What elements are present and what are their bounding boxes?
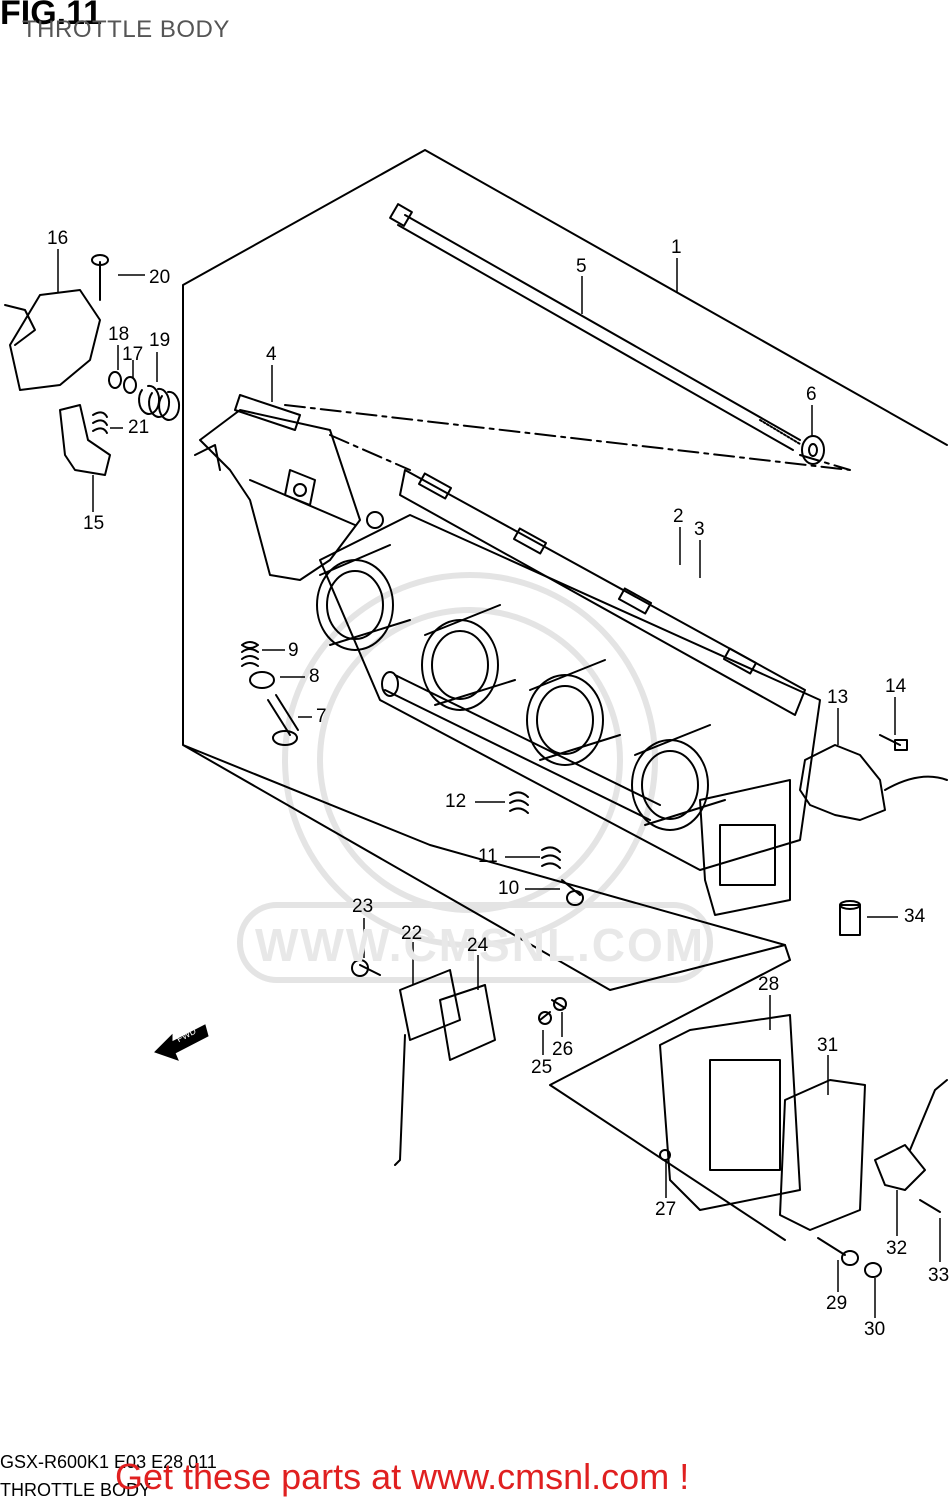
part-label-3[interactable]: 3 <box>694 519 705 540</box>
screw-7 <box>267 694 299 736</box>
nut-30 <box>864 1262 882 1278</box>
part-label-16[interactable]: 16 <box>47 228 69 249</box>
fwd-arrow-icon <box>154 1024 209 1061</box>
bolt-29 <box>817 1237 846 1256</box>
washer-17 <box>123 376 137 394</box>
part-label-7[interactable]: 7 <box>316 706 327 727</box>
part-label-6[interactable]: 6 <box>806 384 817 405</box>
washer-18 <box>108 371 122 389</box>
lever-16 <box>9 289 101 391</box>
part-label-2[interactable]: 2 <box>673 506 684 527</box>
figure-title: THROTTLE BODY <box>22 16 230 43</box>
part-label-29[interactable]: 29 <box>826 1293 848 1314</box>
part-label-15[interactable]: 15 <box>83 513 105 534</box>
link-bracket <box>199 409 361 581</box>
part-label-20[interactable]: 20 <box>149 267 171 288</box>
spring-11 <box>541 846 561 869</box>
gasket-24 <box>439 984 496 1061</box>
part-label-22[interactable]: 22 <box>401 923 423 944</box>
part-label-19[interactable]: 19 <box>149 330 171 351</box>
screw-10 <box>561 879 581 896</box>
part-label-23[interactable]: 23 <box>352 896 374 917</box>
leader-lines <box>284 404 851 471</box>
part-label-8[interactable]: 8 <box>309 666 320 687</box>
part-label-34[interactable]: 34 <box>904 906 926 927</box>
spring-21 <box>92 411 108 434</box>
washer-8 <box>249 671 275 689</box>
throttle-bores <box>316 544 726 831</box>
cover-31 <box>779 1079 866 1231</box>
promo-link[interactable]: Get these parts at www.cmsnl.com ! <box>115 1456 690 1497</box>
bushing-34 <box>839 904 861 936</box>
part-label-4[interactable]: 4 <box>266 344 277 365</box>
ring-27 <box>659 1149 671 1161</box>
sensor-22 <box>399 969 461 1041</box>
screw-33 <box>919 1199 941 1213</box>
part-label-18[interactable]: 18 <box>108 324 130 345</box>
spring-12 <box>509 791 529 814</box>
assembly-outline <box>182 149 948 991</box>
screw-14 <box>879 734 901 746</box>
part-label-25[interactable]: 25 <box>531 1057 553 1078</box>
plate-28 <box>659 1014 801 1211</box>
part-label-32[interactable]: 32 <box>886 1238 908 1259</box>
sensor-13 <box>799 744 886 821</box>
long-bolt <box>389 203 801 451</box>
sensor-32 <box>874 1144 926 1191</box>
label-leaders <box>57 249 941 1318</box>
part-label-10[interactable]: 10 <box>498 878 520 899</box>
footer-section-name: THROTTLE BODY <box>0 1480 152 1500</box>
part-label-30[interactable]: 30 <box>864 1319 886 1340</box>
part-label-31[interactable]: 31 <box>817 1035 839 1056</box>
spring-9 <box>241 641 259 667</box>
part-label-17[interactable]: 17 <box>122 344 144 365</box>
watermark-text: WWW.CMSNL.COM <box>255 919 706 971</box>
part-label-28[interactable]: 28 <box>758 974 780 995</box>
part-label-5[interactable]: 5 <box>576 256 587 277</box>
part-label-26[interactable]: 26 <box>552 1039 574 1060</box>
part-label-24[interactable]: 24 <box>467 935 489 956</box>
part-label-11[interactable]: 11 <box>478 846 498 867</box>
footer-model-code: GSX-R600K1 E03 E28 011 <box>0 1452 217 1472</box>
part-label-33[interactable]: 33 <box>928 1265 949 1286</box>
lower-assembly-outline <box>549 944 791 1241</box>
throttle-body-housing <box>319 514 821 871</box>
part-label-27[interactable]: 27 <box>655 1199 677 1220</box>
part-label-1[interactable]: 1 <box>671 237 682 258</box>
part-label-21[interactable]: 21 <box>128 417 150 438</box>
fuel-rail <box>399 469 806 716</box>
part-label-14[interactable]: 14 <box>885 676 907 697</box>
spring-19 <box>138 384 181 421</box>
part-label-13[interactable]: 13 <box>827 687 849 708</box>
lever-15 <box>59 404 111 476</box>
part-label-9[interactable]: 9 <box>288 640 299 661</box>
figure-number: FIG.11 <box>0 0 103 32</box>
part-label-12[interactable]: 12 <box>445 791 467 812</box>
washer-6 <box>801 435 825 465</box>
